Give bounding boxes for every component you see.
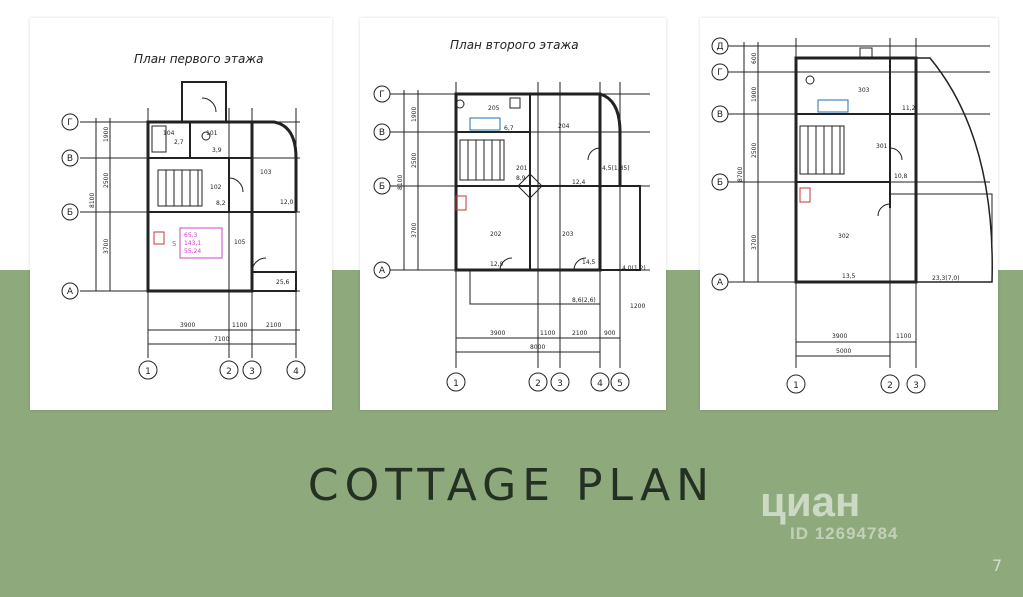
dim-horizontal: 900 bbox=[604, 330, 616, 337]
dim-horizontal: 1100 bbox=[232, 322, 247, 329]
room-number: 204 bbox=[558, 123, 570, 130]
dim-vertical: 1900 bbox=[751, 87, 758, 102]
dim-horizontal: 2100 bbox=[266, 322, 281, 329]
room-number: 203 bbox=[562, 231, 574, 238]
dim-vertical: 8100 bbox=[89, 193, 96, 208]
room-number: 302 bbox=[838, 233, 850, 240]
room-number: 103 bbox=[260, 169, 272, 176]
axis-number: 3 bbox=[249, 367, 255, 377]
watermark-logo: циан bbox=[760, 478, 861, 525]
dim-horizontal: 7100 bbox=[214, 336, 229, 343]
axis-number: 3 bbox=[557, 379, 563, 389]
room-area: 2,7 bbox=[174, 139, 184, 146]
room-area: 11,2 bbox=[902, 105, 916, 112]
room-number: 104 bbox=[163, 130, 175, 137]
dim-vertical: 1900 bbox=[411, 107, 418, 122]
dim-horizontal: 1100 bbox=[896, 333, 911, 340]
axis-number: 4 bbox=[293, 367, 299, 377]
axis-letter: Б bbox=[67, 208, 73, 218]
dim-horizontal: 3900 bbox=[832, 333, 847, 340]
dim-vertical: 3700 bbox=[751, 235, 758, 250]
dim-horizontal: 2100 bbox=[572, 330, 587, 337]
room-area: 8,2 bbox=[216, 200, 226, 207]
axis-number: 1 bbox=[453, 379, 459, 389]
room-area: 8,9 bbox=[516, 175, 526, 182]
dim-vertical: 3700 bbox=[411, 223, 418, 238]
stamp-value: 55,24 bbox=[184, 248, 201, 255]
room-area: 25,6 bbox=[276, 279, 290, 286]
axis-number: 3 bbox=[913, 381, 919, 391]
stamp-label: S bbox=[172, 240, 177, 248]
stamp-value: 143,1 bbox=[184, 240, 201, 247]
room-area: 13,5 bbox=[842, 273, 856, 280]
room-number: 202 bbox=[490, 231, 502, 238]
room-number: 105 bbox=[234, 239, 246, 246]
dim-vertical: 8700 bbox=[737, 167, 744, 182]
dim-horizontal: 1100 bbox=[540, 330, 555, 337]
room-number: 301 bbox=[876, 143, 888, 150]
ground-floor-drawing: S 65,3 143,1 55,24 Г В Б А 1 2 3 4 1900 … bbox=[61, 81, 306, 380]
dim-horizontal: 8000 bbox=[530, 344, 545, 351]
dim-vertical: 8100 bbox=[397, 175, 404, 190]
page-caption: COTTAGE PLAN bbox=[307, 460, 716, 511]
axis-letter: В bbox=[379, 128, 385, 138]
axis-letter: В bbox=[67, 154, 73, 164]
room-area: 23,3(7,0) bbox=[932, 275, 960, 282]
room-area: 10,8 bbox=[894, 173, 908, 180]
axis-number: 2 bbox=[535, 379, 541, 389]
axis-number: 4 bbox=[597, 379, 603, 389]
room-number: 205 bbox=[488, 105, 500, 112]
sheet-title: План первого этажа bbox=[134, 52, 264, 66]
axis-letter: А bbox=[379, 266, 386, 276]
axis-letter: Б bbox=[717, 178, 723, 188]
dim-vertical: 3700 bbox=[103, 239, 110, 254]
stamp-value: 65,3 bbox=[184, 232, 198, 239]
watermark-id: ID 12694784 bbox=[790, 524, 899, 543]
room-number: 303 bbox=[858, 87, 870, 94]
axis-letter: Г bbox=[67, 118, 73, 128]
dim-horizontal: 3900 bbox=[180, 322, 195, 329]
dim-horizontal: 3900 bbox=[490, 330, 505, 337]
dim-vertical: 2500 bbox=[103, 173, 110, 188]
second-floor-plan-sheet: План второго этажа bbox=[360, 18, 666, 410]
second-floor-drawing: Г В Б А 1 2 3 4 5 1900 2500 8100 3700 39… bbox=[373, 82, 650, 392]
dim-vertical: 1900 bbox=[103, 127, 110, 142]
axis-letter: А bbox=[67, 287, 74, 297]
dim-vertical: 600 bbox=[751, 52, 758, 64]
sheet-title: План второго этажа bbox=[450, 38, 579, 52]
dim-horizontal: 5000 bbox=[836, 348, 851, 355]
dim-horizontal: 1200 bbox=[630, 303, 645, 310]
room-area: 12,9 bbox=[490, 261, 504, 268]
room-area: 4,5(1,35) bbox=[602, 165, 630, 172]
axis-number: 2 bbox=[226, 367, 232, 377]
room-number: 201 bbox=[516, 165, 528, 172]
attic-floor-plan-sheet: Д Г В Б А 1 2 3 600 1900 2500 8700 3700 … bbox=[700, 18, 998, 410]
axis-letter: Г bbox=[717, 68, 723, 78]
axis-number: 5 bbox=[617, 379, 623, 389]
room-number: 102 bbox=[210, 184, 222, 191]
attic-floor-drawing: Д Г В Б А 1 2 3 600 1900 2500 8700 3700 … bbox=[711, 37, 993, 394]
axis-letter: А bbox=[717, 278, 724, 288]
room-area: 6,7 bbox=[504, 125, 514, 132]
dim-vertical: 2500 bbox=[411, 153, 418, 168]
axis-number: 1 bbox=[793, 381, 799, 391]
axis-letter: Д bbox=[716, 42, 723, 52]
page-number: 7 bbox=[992, 556, 1003, 575]
axis-letter: Б bbox=[379, 182, 385, 192]
room-area: 4,0(1,2) bbox=[622, 265, 646, 272]
room-number: 101 bbox=[206, 130, 218, 137]
room-area: 12,0 bbox=[280, 199, 294, 206]
axis-number: 1 bbox=[145, 367, 151, 377]
axis-letter: Г bbox=[379, 90, 385, 100]
room-area: 14,5 bbox=[582, 259, 596, 266]
room-area: 3,9 bbox=[212, 147, 222, 154]
ground-floor-plan-sheet: План первого этажа bbox=[30, 18, 332, 410]
axis-number: 2 bbox=[887, 381, 893, 391]
room-area: 8,6(2,6) bbox=[572, 297, 596, 304]
room-area: 12,4 bbox=[572, 179, 586, 186]
axis-letter: В bbox=[717, 110, 723, 120]
dim-vertical: 2500 bbox=[751, 143, 758, 158]
